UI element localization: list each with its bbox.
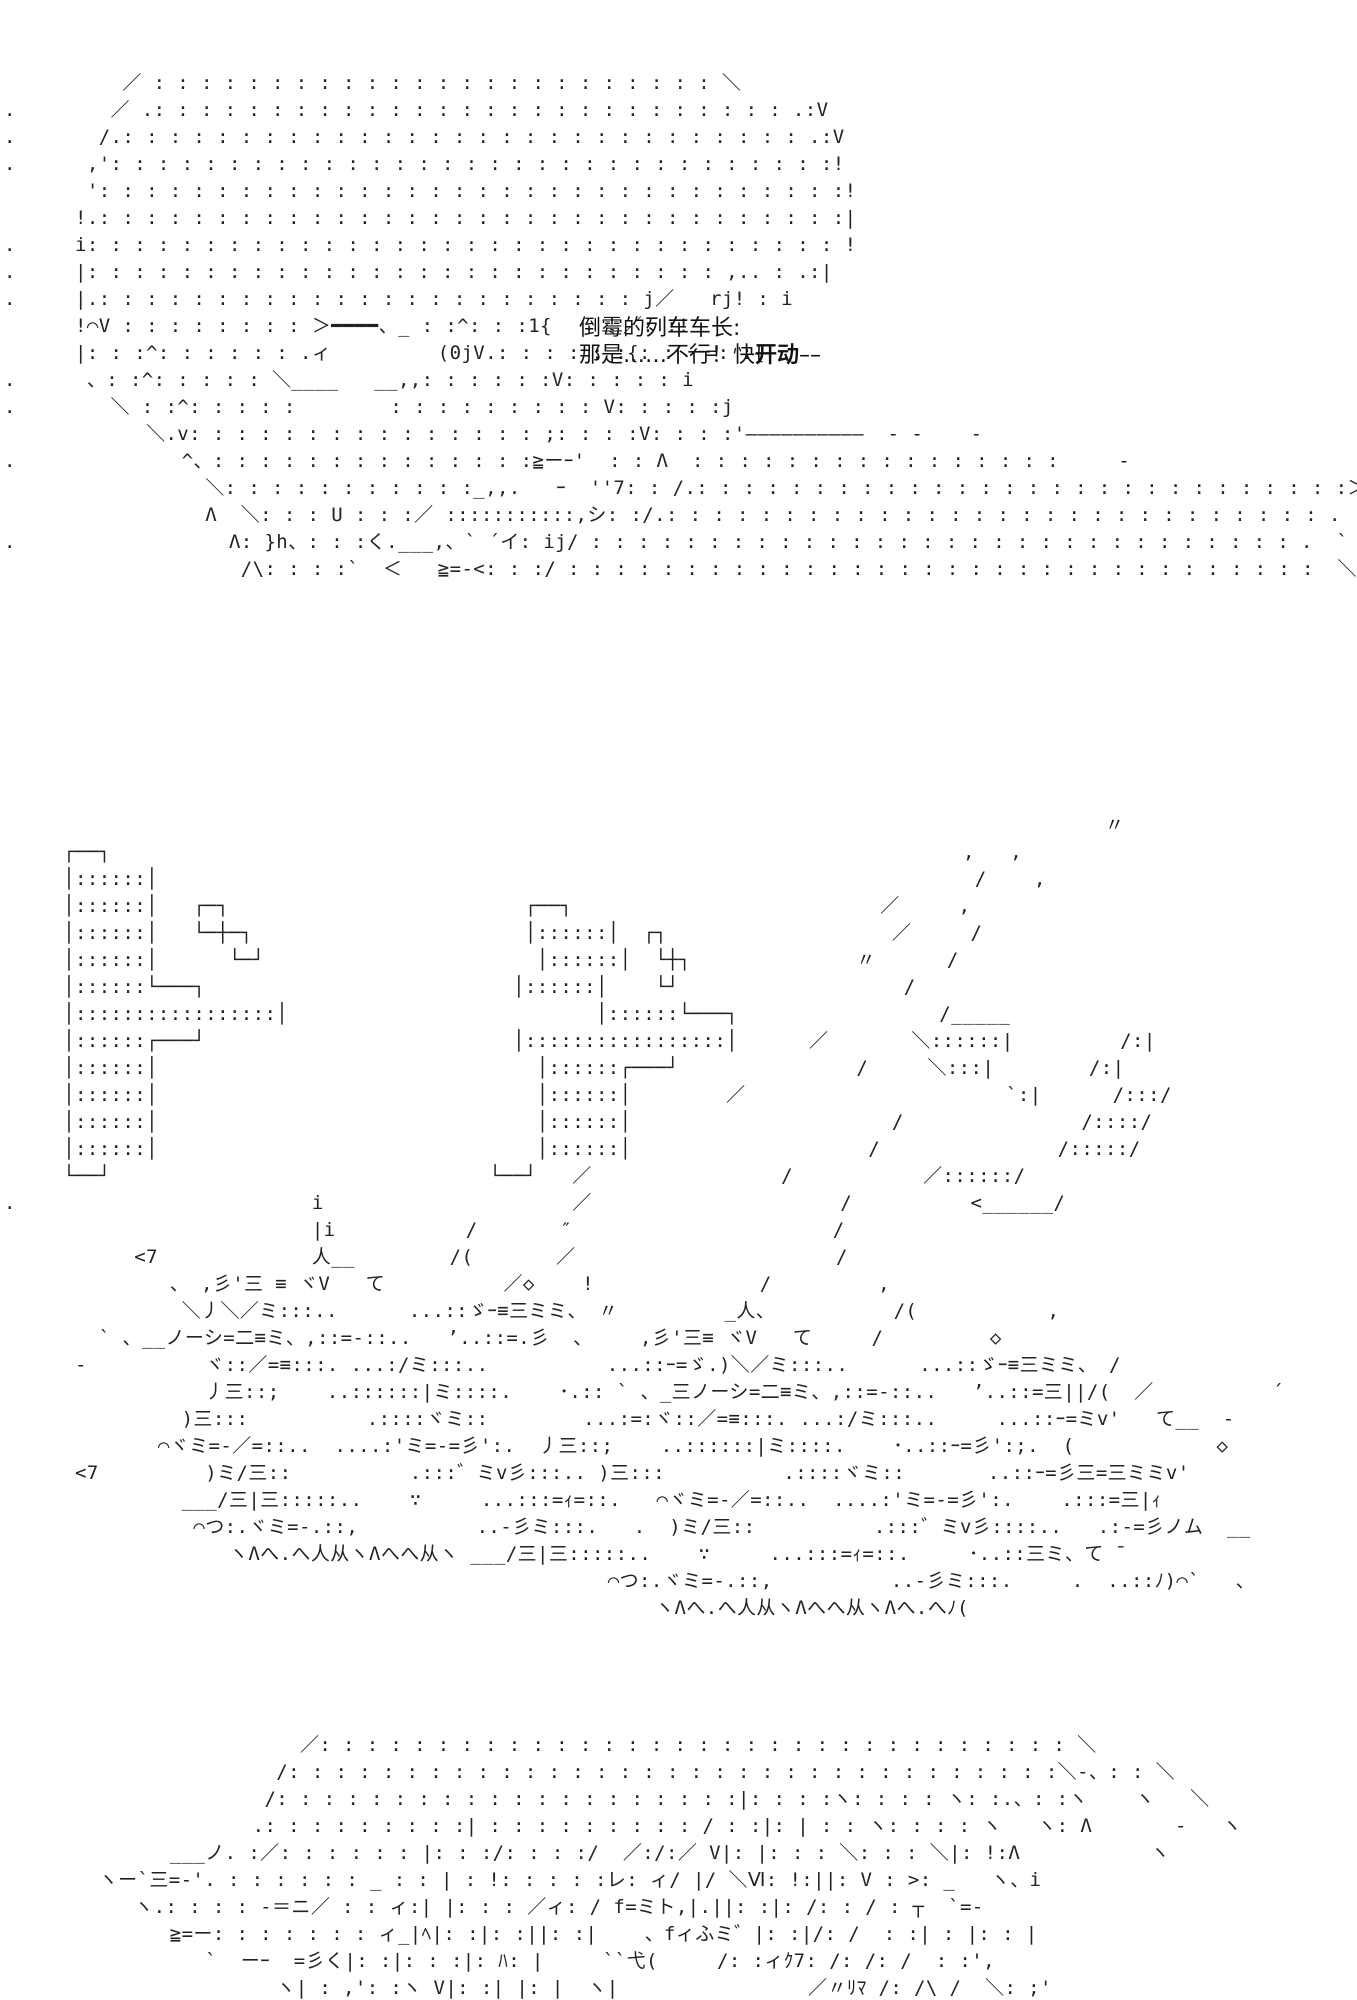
dialogue-line-emphasis: 开动 <box>755 343 800 368</box>
dialogue-line-main: 那是……不行！快 <box>579 343 756 368</box>
dialogue-line-tail: –– <box>799 343 822 368</box>
ascii-art-character-face: ／: : : : : : : : : : : : : : : : : : : :… <box>98 1734 1242 1999</box>
speaker-line: 倒霉的列车车长: <box>579 316 741 341</box>
dialogue-line: 那是……不行！快开动–– <box>579 342 821 369</box>
dialogue-bubble: 倒霉的列车车长: 那是……不行！快开动–– <box>579 315 821 369</box>
ascii-art-dodon-explosion: 〃 ┌──┐ , , │::::::│ / , │::::::│ ┌─┐ <box>4 814 1284 1619</box>
ascii-art-conductor-face: ／ : : : : : : : : : : : : : : : : : : : … <box>4 72 1357 580</box>
